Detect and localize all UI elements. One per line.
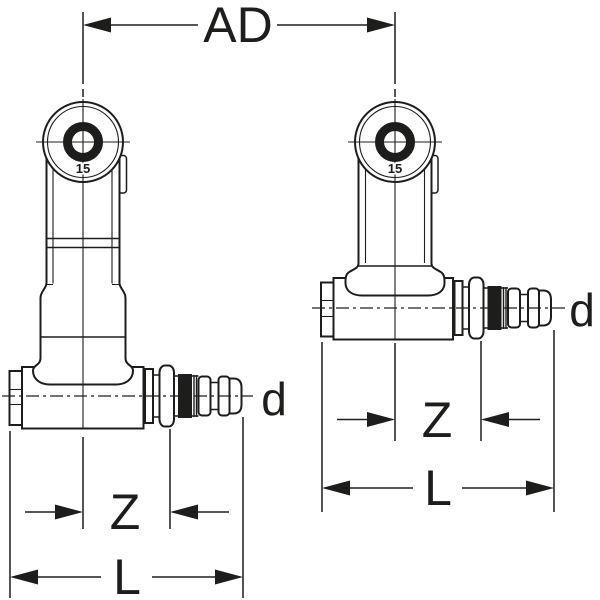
dim-label-l: L bbox=[113, 549, 141, 600]
right-fitting-drawing: 15 bbox=[312, 99, 565, 341]
dim-label-ad: AD bbox=[203, 0, 272, 53]
extension-lines bbox=[321, 330, 555, 512]
dimension-z-right: Z bbox=[337, 341, 540, 448]
dim-label-z: Z bbox=[422, 392, 453, 448]
riser-wall-lines bbox=[46, 162, 120, 286]
arrowhead-right bbox=[215, 569, 243, 585]
arrowhead-left bbox=[367, 412, 395, 427]
extension-lines bbox=[9, 417, 244, 598]
dimension-ad: AD bbox=[82, 0, 396, 97]
dim-label-z: Z bbox=[110, 484, 141, 540]
extension-lines bbox=[82, 429, 171, 529]
body-end-cap bbox=[320, 281, 335, 338]
arrowhead-right bbox=[367, 17, 395, 33]
outlet-diameter-label-right: d bbox=[569, 284, 595, 336]
arrowhead-left bbox=[322, 480, 350, 496]
arrowhead-right bbox=[170, 504, 198, 520]
body-end-cap bbox=[8, 370, 24, 426]
dim-label-l: L bbox=[424, 460, 452, 516]
dimension-z-left: Z bbox=[25, 429, 229, 540]
arrowhead-right bbox=[526, 480, 554, 496]
extension-lines bbox=[82, 12, 396, 97]
dimension-l-right: L bbox=[321, 330, 555, 516]
outlet-diameter-label-left: d bbox=[261, 373, 287, 425]
marking-label: 15 bbox=[388, 161, 402, 176]
arrowhead-left bbox=[83, 17, 111, 33]
left-fitting-drawing: 15 bbox=[2, 99, 253, 430]
arrowhead-left bbox=[55, 504, 83, 520]
riser-wall-lines bbox=[364, 162, 426, 263]
arrowhead-left bbox=[10, 569, 38, 585]
extension-lines bbox=[394, 341, 482, 441]
arrowhead-right bbox=[481, 412, 509, 427]
end-cap-detail-lines bbox=[9, 388, 23, 406]
dimension-l-left: L bbox=[9, 417, 244, 600]
end-cap-detail-lines bbox=[321, 299, 334, 318]
marking-label: 15 bbox=[76, 161, 90, 176]
